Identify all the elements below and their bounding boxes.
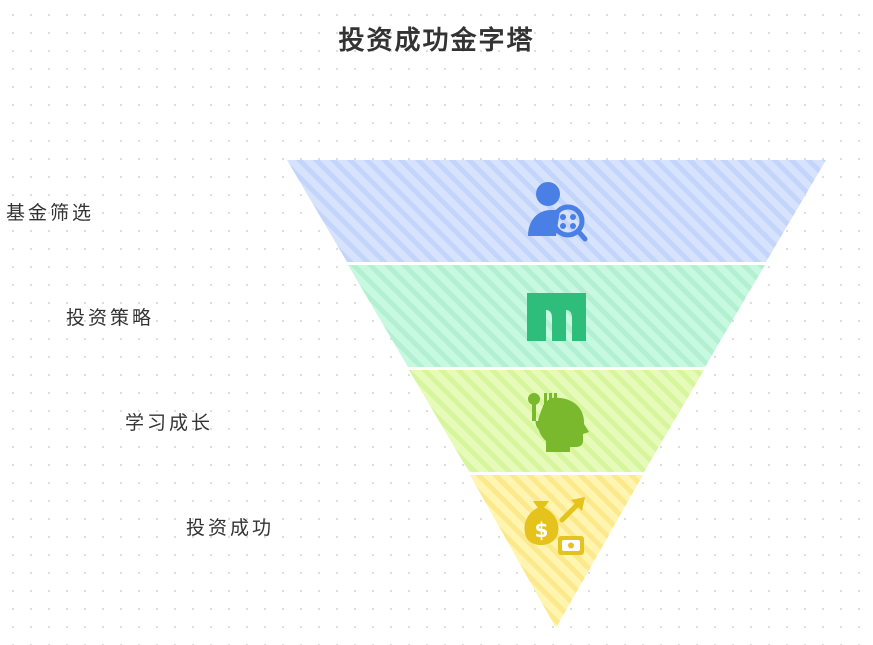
user-search-icon (528, 182, 588, 242)
tier-1-label: 基金筛选 (6, 202, 95, 224)
svg-text:$: $ (535, 518, 549, 542)
pyramid-title: 投资成功金字塔 (338, 26, 535, 56)
tier-2-label: 投资策略 (66, 307, 155, 329)
pillars-icon (527, 293, 586, 341)
tier-4-label: 投资成功 (186, 517, 275, 539)
head-knowledge-icon (528, 393, 589, 452)
tier-3-label: 学习成长 (125, 412, 214, 434)
money-growth-icon: $ (524, 497, 585, 555)
tier-4-segment (470, 475, 643, 628)
